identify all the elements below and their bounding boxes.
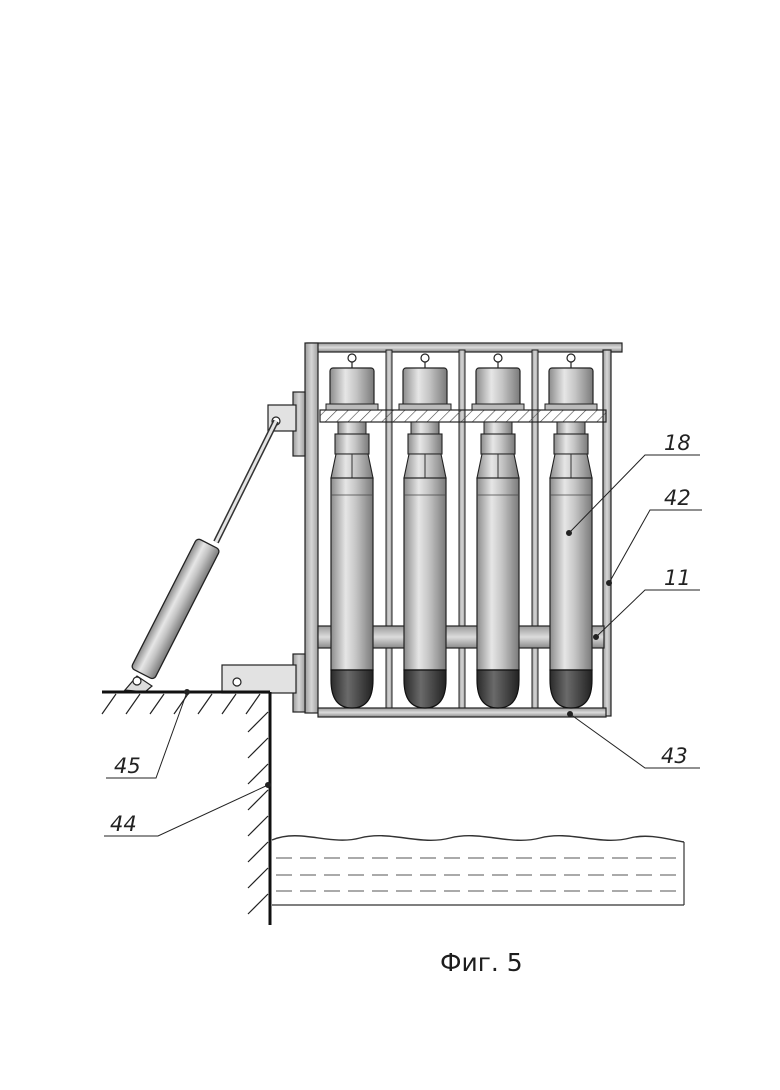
release-drum [549, 368, 593, 408]
torpedo-3 [472, 354, 524, 708]
lower-bracket [222, 665, 296, 693]
torpedo-body [404, 478, 446, 670]
ground-hatch-line [150, 694, 164, 714]
lifting-eye [567, 354, 575, 362]
torpedo-nose [331, 670, 373, 708]
tail-clamp [481, 434, 515, 454]
lifting-eye [494, 354, 502, 362]
rack-right-post [603, 350, 611, 716]
divider-3 [532, 350, 538, 716]
wall-hatch-line [248, 764, 268, 784]
torpedo-nose [550, 670, 592, 708]
torpedo-1 [326, 354, 378, 708]
label-44: 44 [110, 812, 137, 836]
label-45: 45 [114, 754, 141, 778]
label-18: 18 [664, 431, 691, 455]
wall-hatch-line [248, 712, 268, 732]
ground-hatch-line [198, 694, 212, 714]
bottom-plate [318, 708, 606, 717]
cylinder-body [131, 538, 220, 680]
hydraulic-cylinder [125, 421, 276, 692]
ground-hatch-line [246, 694, 260, 714]
torpedo-2 [399, 354, 451, 708]
ground-hatch-line [222, 694, 236, 714]
divider-2 [459, 350, 465, 716]
wall-hatch-line [248, 894, 268, 914]
wall-hatch-line [248, 738, 268, 758]
tail-clamp [554, 434, 588, 454]
release-drum [476, 368, 520, 408]
torpedo-nose [404, 670, 446, 708]
water-surface [272, 836, 684, 842]
wall-hatch-line [248, 842, 268, 862]
water [272, 836, 684, 905]
figure-caption: Фиг. 5 [440, 948, 560, 977]
rack-left-post [305, 343, 318, 713]
lifting-eye [348, 354, 356, 362]
lower-pivot [233, 678, 241, 686]
torpedo-nose [477, 670, 519, 708]
ground-hatch-line [126, 694, 140, 714]
shore [102, 692, 270, 925]
tail-clamp [335, 434, 369, 454]
torpedo-body [550, 478, 592, 670]
wall-hatch-line [248, 816, 268, 836]
release-drum [403, 368, 447, 408]
tail-clamp [408, 434, 442, 454]
ground-hatch-line [102, 694, 116, 714]
ground-hatch-line [174, 694, 188, 714]
label-43: 43 [661, 744, 688, 768]
label-42: 42 [664, 486, 691, 510]
divider-1 [386, 350, 392, 716]
torpedo-body [331, 478, 373, 670]
torpedo-body [477, 478, 519, 670]
lifting-eye [421, 354, 429, 362]
hatched-shelf [320, 410, 606, 422]
wall-hatch-line [248, 868, 268, 888]
label-11: 11 [664, 566, 691, 590]
release-drum [330, 368, 374, 408]
